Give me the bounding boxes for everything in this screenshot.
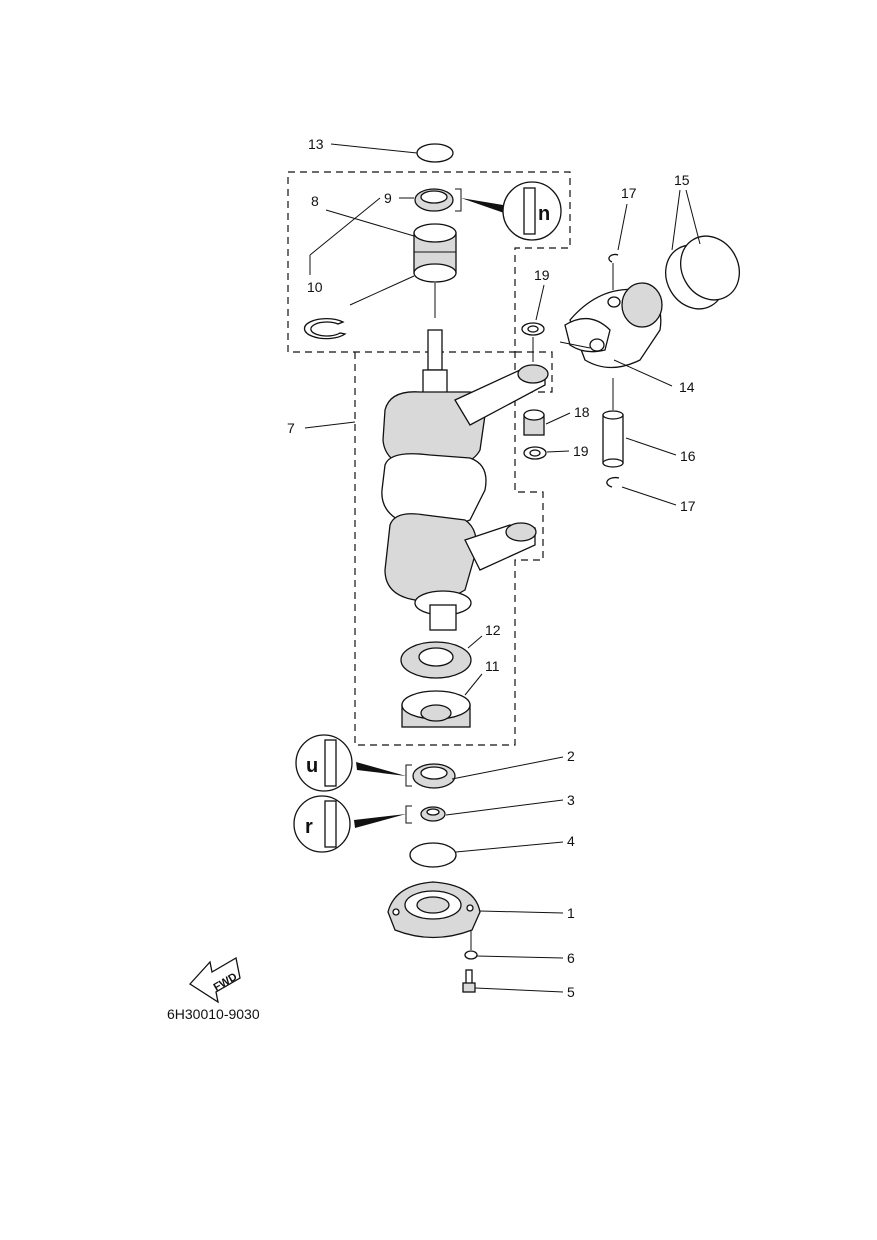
assembly-outline <box>287 171 571 746</box>
label-9: 9 <box>384 190 392 206</box>
grease-callout-top: n <box>461 181 562 241</box>
diagram-code: 6H30010-9030 <box>167 1006 260 1022</box>
needle-bearing-18 <box>523 409 545 436</box>
piston-pin-16 <box>602 410 624 468</box>
bearing-housing-1 <box>387 881 481 939</box>
label-17a: 17 <box>621 185 637 201</box>
fwd-arrow-icon: FWD <box>189 956 241 1004</box>
piston-14 <box>564 282 663 369</box>
seal-housing-12 <box>400 641 472 679</box>
svg-text:n: n <box>538 203 550 225</box>
label-11: 11 <box>485 658 500 674</box>
label-7: 7 <box>287 420 295 436</box>
bolt-5 <box>462 969 476 993</box>
label-6: 6 <box>567 950 575 966</box>
label-13: 13 <box>308 136 324 152</box>
label-4: 4 <box>567 833 575 849</box>
label-12: 12 <box>485 622 501 638</box>
label-10: 10 <box>307 279 323 295</box>
label-2: 2 <box>567 748 575 764</box>
o-ring-13 <box>416 143 454 163</box>
oil-seal-3 <box>420 806 446 822</box>
svg-text:u: u <box>306 755 318 777</box>
label-16: 16 <box>680 448 696 464</box>
o-ring-4 <box>409 842 457 868</box>
needle-bearing-8 <box>413 223 457 283</box>
clip-17-top <box>608 253 619 263</box>
label-14: 14 <box>679 379 695 395</box>
piston-rings-15 <box>665 235 740 310</box>
grease-callout-2: u <box>295 734 406 792</box>
ball-bearing-11 <box>401 690 471 728</box>
label-17b: 17 <box>680 498 696 514</box>
label-8: 8 <box>311 193 319 209</box>
label-19b: 19 <box>573 443 589 459</box>
oil-seal-9 <box>414 188 454 212</box>
clip-17-bottom <box>606 476 620 488</box>
label-5: 5 <box>567 984 575 1000</box>
circlip-10 <box>303 317 347 340</box>
label-18: 18 <box>574 404 590 420</box>
label-19a: 19 <box>534 267 550 283</box>
svg-text:r: r <box>305 816 313 838</box>
label-1: 1 <box>567 905 575 921</box>
washer-6 <box>464 950 478 960</box>
grease-callout-3: r <box>293 795 406 853</box>
label-3: 3 <box>567 792 575 808</box>
oil-seal-2 <box>412 763 456 789</box>
label-15: 15 <box>674 172 690 188</box>
crankshaft-7 <box>381 329 549 631</box>
